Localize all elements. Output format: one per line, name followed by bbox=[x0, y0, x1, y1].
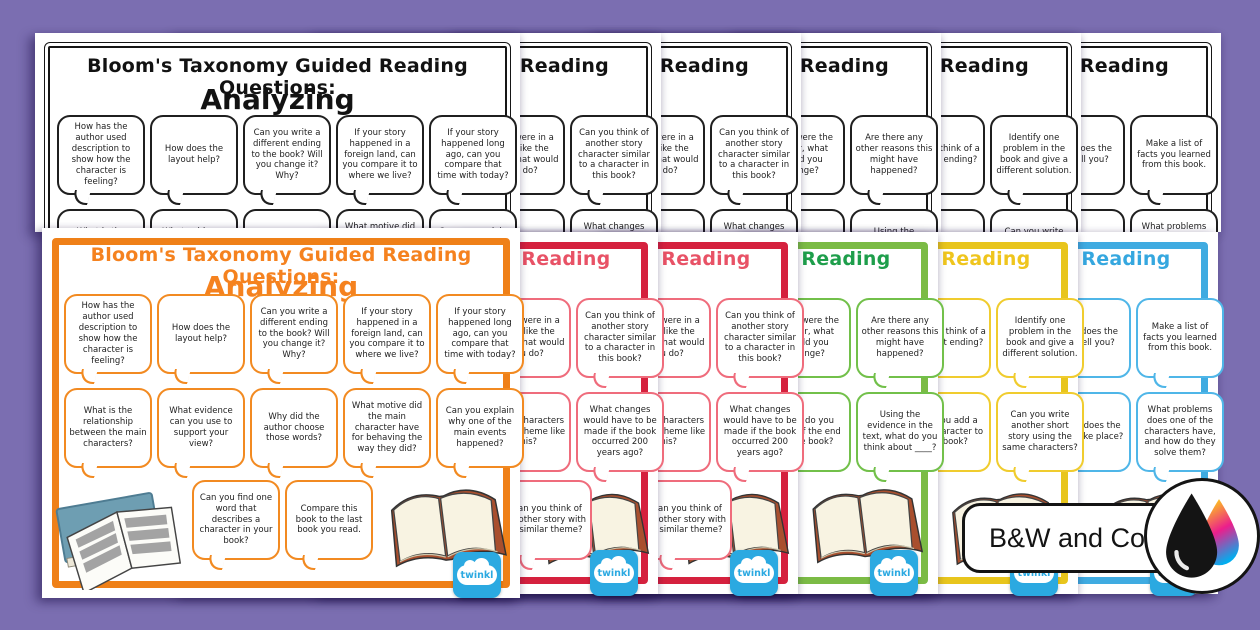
speech-bubble: Are there any other reasons this might h… bbox=[850, 115, 938, 195]
speech-bubble: Can you think of another story character… bbox=[716, 298, 804, 378]
speech-bubble: Using the evidence in the text, what do … bbox=[856, 392, 944, 472]
speech-bubble: Can you think of another story character… bbox=[570, 115, 658, 195]
page-title: Bloom's Taxonomy Guided Reading Question… bbox=[90, 244, 472, 288]
open-book-illustration bbox=[812, 489, 924, 564]
twinkl-logo: twinkl bbox=[453, 552, 501, 598]
speech-bubble: Using the evidence in the text, what do … bbox=[850, 209, 938, 232]
speech-bubble: If your story happened long ago, can you… bbox=[429, 115, 517, 195]
speech-bubble: Can you think of another story character… bbox=[710, 115, 798, 195]
speech-bubble: If your story happened in a foreign land… bbox=[343, 294, 431, 374]
page-title: Bloom's Taxonomy Guided Reading Question… bbox=[87, 55, 468, 99]
speech-bubble: What changes would have to be made if th… bbox=[710, 209, 798, 232]
twinkl-logo-text: twinkl bbox=[597, 567, 631, 579]
speech-bubble: Make a list of facts you learned from th… bbox=[1130, 115, 1218, 195]
speech-bubble: If your story happened in a foreign land… bbox=[336, 115, 424, 195]
speech-bubble: Are there any other reasons this might h… bbox=[856, 298, 944, 378]
speech-bubble: If your story happened long ago, can you… bbox=[436, 294, 524, 374]
speech-bubble: Why did the author choose those words? bbox=[250, 388, 338, 468]
speech-bubble: What problems does one of the characters… bbox=[1130, 209, 1218, 232]
ink-drops-badge bbox=[1144, 478, 1260, 594]
books-illustration bbox=[55, 492, 182, 590]
speech-bubble: How does the layout help? bbox=[157, 294, 245, 374]
speech-bubble: What changes would have to be made if th… bbox=[570, 209, 658, 232]
speech-bubble: Identify one problem in the book and giv… bbox=[996, 298, 1084, 378]
open-book-illustration bbox=[390, 489, 507, 568]
speech-bubble: Can you explain why one of the main even… bbox=[436, 388, 524, 468]
speech-bubble: How has the author used description to s… bbox=[64, 294, 152, 374]
speech-bubble: Can you write a different ending to the … bbox=[250, 294, 338, 374]
speech-bubble: How does the layout help? bbox=[150, 115, 238, 195]
twinkl-logo-text: twinkl bbox=[877, 567, 911, 579]
twinkl-logo-text: twinkl bbox=[737, 567, 771, 579]
page-subtitle: Analyzing bbox=[200, 83, 355, 116]
speech-bubble: Can you write another short story using … bbox=[996, 392, 1084, 472]
speech-bubble: Can you find one word that describes a c… bbox=[192, 480, 280, 560]
speech-bubble: What evidence can you use to support you… bbox=[157, 388, 245, 468]
speech-bubble: What changes would have to be made if th… bbox=[716, 392, 804, 472]
speech-bubble: Can you write another short story using … bbox=[990, 209, 1078, 232]
speech-bubble: Make a list of facts you learned from th… bbox=[1136, 298, 1224, 378]
speech-bubble: Can you write a different ending to the … bbox=[243, 115, 331, 195]
twinkl-logo-text: twinkl bbox=[1017, 567, 1051, 579]
worksheet-page-color-orange: Bloom's Taxonomy Guided Reading Question… bbox=[42, 228, 524, 598]
speech-bubble: What changes would have to be made if th… bbox=[576, 392, 664, 472]
speech-bubble: How has the author used description to s… bbox=[57, 115, 145, 195]
speech-bubble: What is the relationship between the mai… bbox=[64, 388, 152, 468]
twinkl-logo: twinkl bbox=[730, 550, 778, 596]
speech-bubble: What motive did the main character have … bbox=[336, 209, 424, 232]
twinkl-logo: twinkl bbox=[590, 550, 638, 596]
speech-bubble: Identify one problem in the book and giv… bbox=[990, 115, 1078, 195]
twinkl-logo: twinkl bbox=[870, 550, 918, 596]
speech-bubble: Can you think of another story character… bbox=[576, 298, 664, 378]
worksheet-page-bw-1: Bloom's Taxonomy Guided Reading Question… bbox=[35, 33, 520, 232]
twinkl-logo-text: twinkl bbox=[460, 569, 494, 581]
speech-bubble: What problems does one of the characters… bbox=[1136, 392, 1224, 472]
speech-bubble: Why did the author choose those words? bbox=[243, 209, 331, 232]
speech-bubble: What motive did the main character have … bbox=[343, 388, 431, 468]
speech-bubble: Compare this book to the last book you r… bbox=[285, 480, 373, 560]
ink-drops-icon bbox=[1166, 493, 1239, 578]
